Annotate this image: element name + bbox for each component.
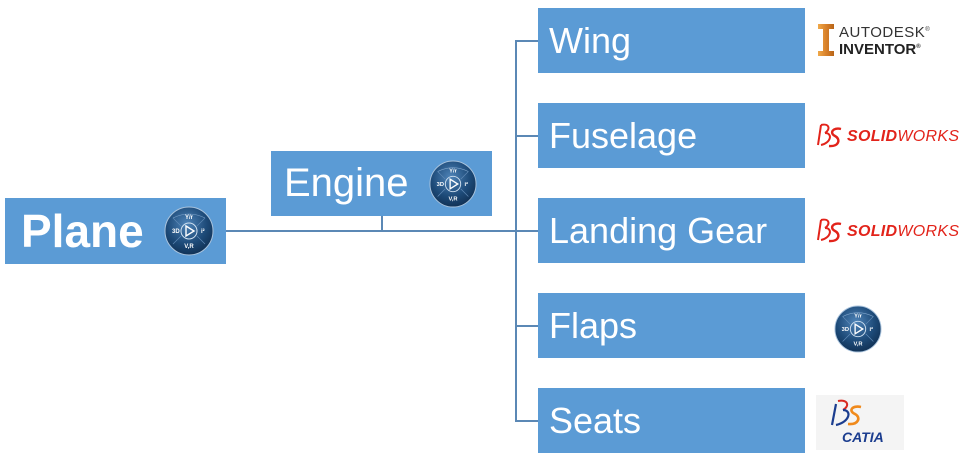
connector-engine-stem <box>381 216 383 231</box>
node-plane-label: Plane <box>21 205 144 257</box>
svg-text:i²: i² <box>870 326 874 333</box>
node-seats[interactable]: Seats <box>538 388 805 453</box>
connector-root-to-trunk <box>226 230 516 232</box>
solidworks-logo: SOLIDWORKS <box>815 121 959 151</box>
catia-logo: CATIA <box>816 395 904 450</box>
inventor-i-icon <box>818 24 834 56</box>
solidworks-logo: SOLIDWORKS <box>815 216 959 246</box>
connector-wing <box>515 40 538 42</box>
svg-text:3D: 3D <box>842 327 849 333</box>
inventor-reg-mark: ® <box>925 27 931 33</box>
solidworks-light: WORKS <box>897 128 960 145</box>
svg-text:i²: i² <box>465 181 469 188</box>
svg-text:i²: i² <box>201 228 205 235</box>
3dexperience-compass-icon: Y/r 3D i² V,R <box>834 305 882 353</box>
autodesk-inventor-logo: AUTODESK® INVENTOR® <box>818 22 943 58</box>
node-wing-label: Wing <box>549 19 632 61</box>
connector-fuselage <box>515 135 538 137</box>
svg-text:V,R: V,R <box>853 341 863 347</box>
svg-text:3D: 3D <box>437 182 444 188</box>
connector-landing-gear <box>515 230 538 232</box>
node-landing-gear-label: Landing Gear <box>549 209 768 251</box>
connector-seats <box>515 420 538 422</box>
node-landing-gear[interactable]: Landing Gear <box>538 198 805 263</box>
node-seats-label: Seats <box>549 399 642 441</box>
node-fuselage[interactable]: Fuselage <box>538 103 805 168</box>
inventor-reg-mark: ® <box>916 44 921 50</box>
3dexperience-compass-icon: Y/r 3D i² V,R <box>429 160 477 208</box>
ds-mark-icon <box>817 123 842 148</box>
svg-text:Y/r: Y/r <box>854 313 862 319</box>
inventor-line2: INVENTOR <box>839 41 917 58</box>
solidworks-light: WORKS <box>897 223 960 240</box>
node-flaps-label: Flaps <box>549 304 638 346</box>
connector-flaps <box>515 325 538 327</box>
svg-text:V,R: V,R <box>184 244 194 250</box>
node-fuselage-label: Fuselage <box>549 114 698 156</box>
solidworks-bold: SOLID <box>847 128 898 145</box>
catia-text: CATIA <box>842 429 884 445</box>
svg-text:3D: 3D <box>172 229 180 235</box>
inventor-line1: AUTODESK <box>839 24 926 41</box>
svg-text:Y/r: Y/r <box>449 168 457 174</box>
ds-mark-icon <box>817 218 842 243</box>
solidworks-bold: SOLID <box>847 223 898 240</box>
node-wing[interactable]: Wing <box>538 8 805 73</box>
svg-text:Y/r: Y/r <box>185 215 194 221</box>
svg-text:V,R: V,R <box>448 196 458 202</box>
3dexperience-compass-icon: Y/r 3D i² V,R <box>164 206 214 256</box>
node-engine-label: Engine <box>284 161 409 205</box>
ds-mark-icon <box>830 399 862 427</box>
node-flaps[interactable]: Flaps <box>538 293 805 358</box>
